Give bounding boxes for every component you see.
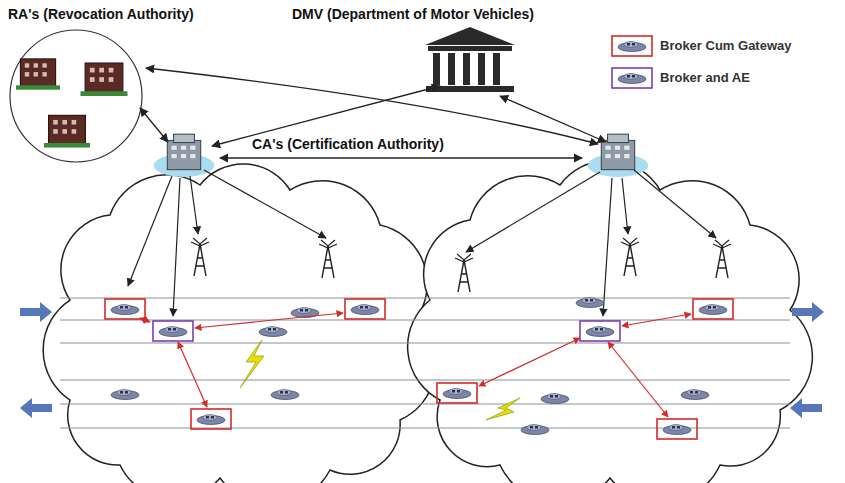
authority-label: DMV (Department of Motor Vehicles) [292,6,536,22]
authority-label: RA's (Revocation Authority) [8,6,196,22]
group-label: CA's (Certification Authority) [252,136,444,152]
authority-node: DMV (Department of Motor Vehicles) [292,6,536,22]
legend-text: Broker and AE [660,70,750,85]
authority-node: RA's (Revocation Authority) [8,6,196,22]
legend-text: Broker Cum Gateway [660,38,792,53]
